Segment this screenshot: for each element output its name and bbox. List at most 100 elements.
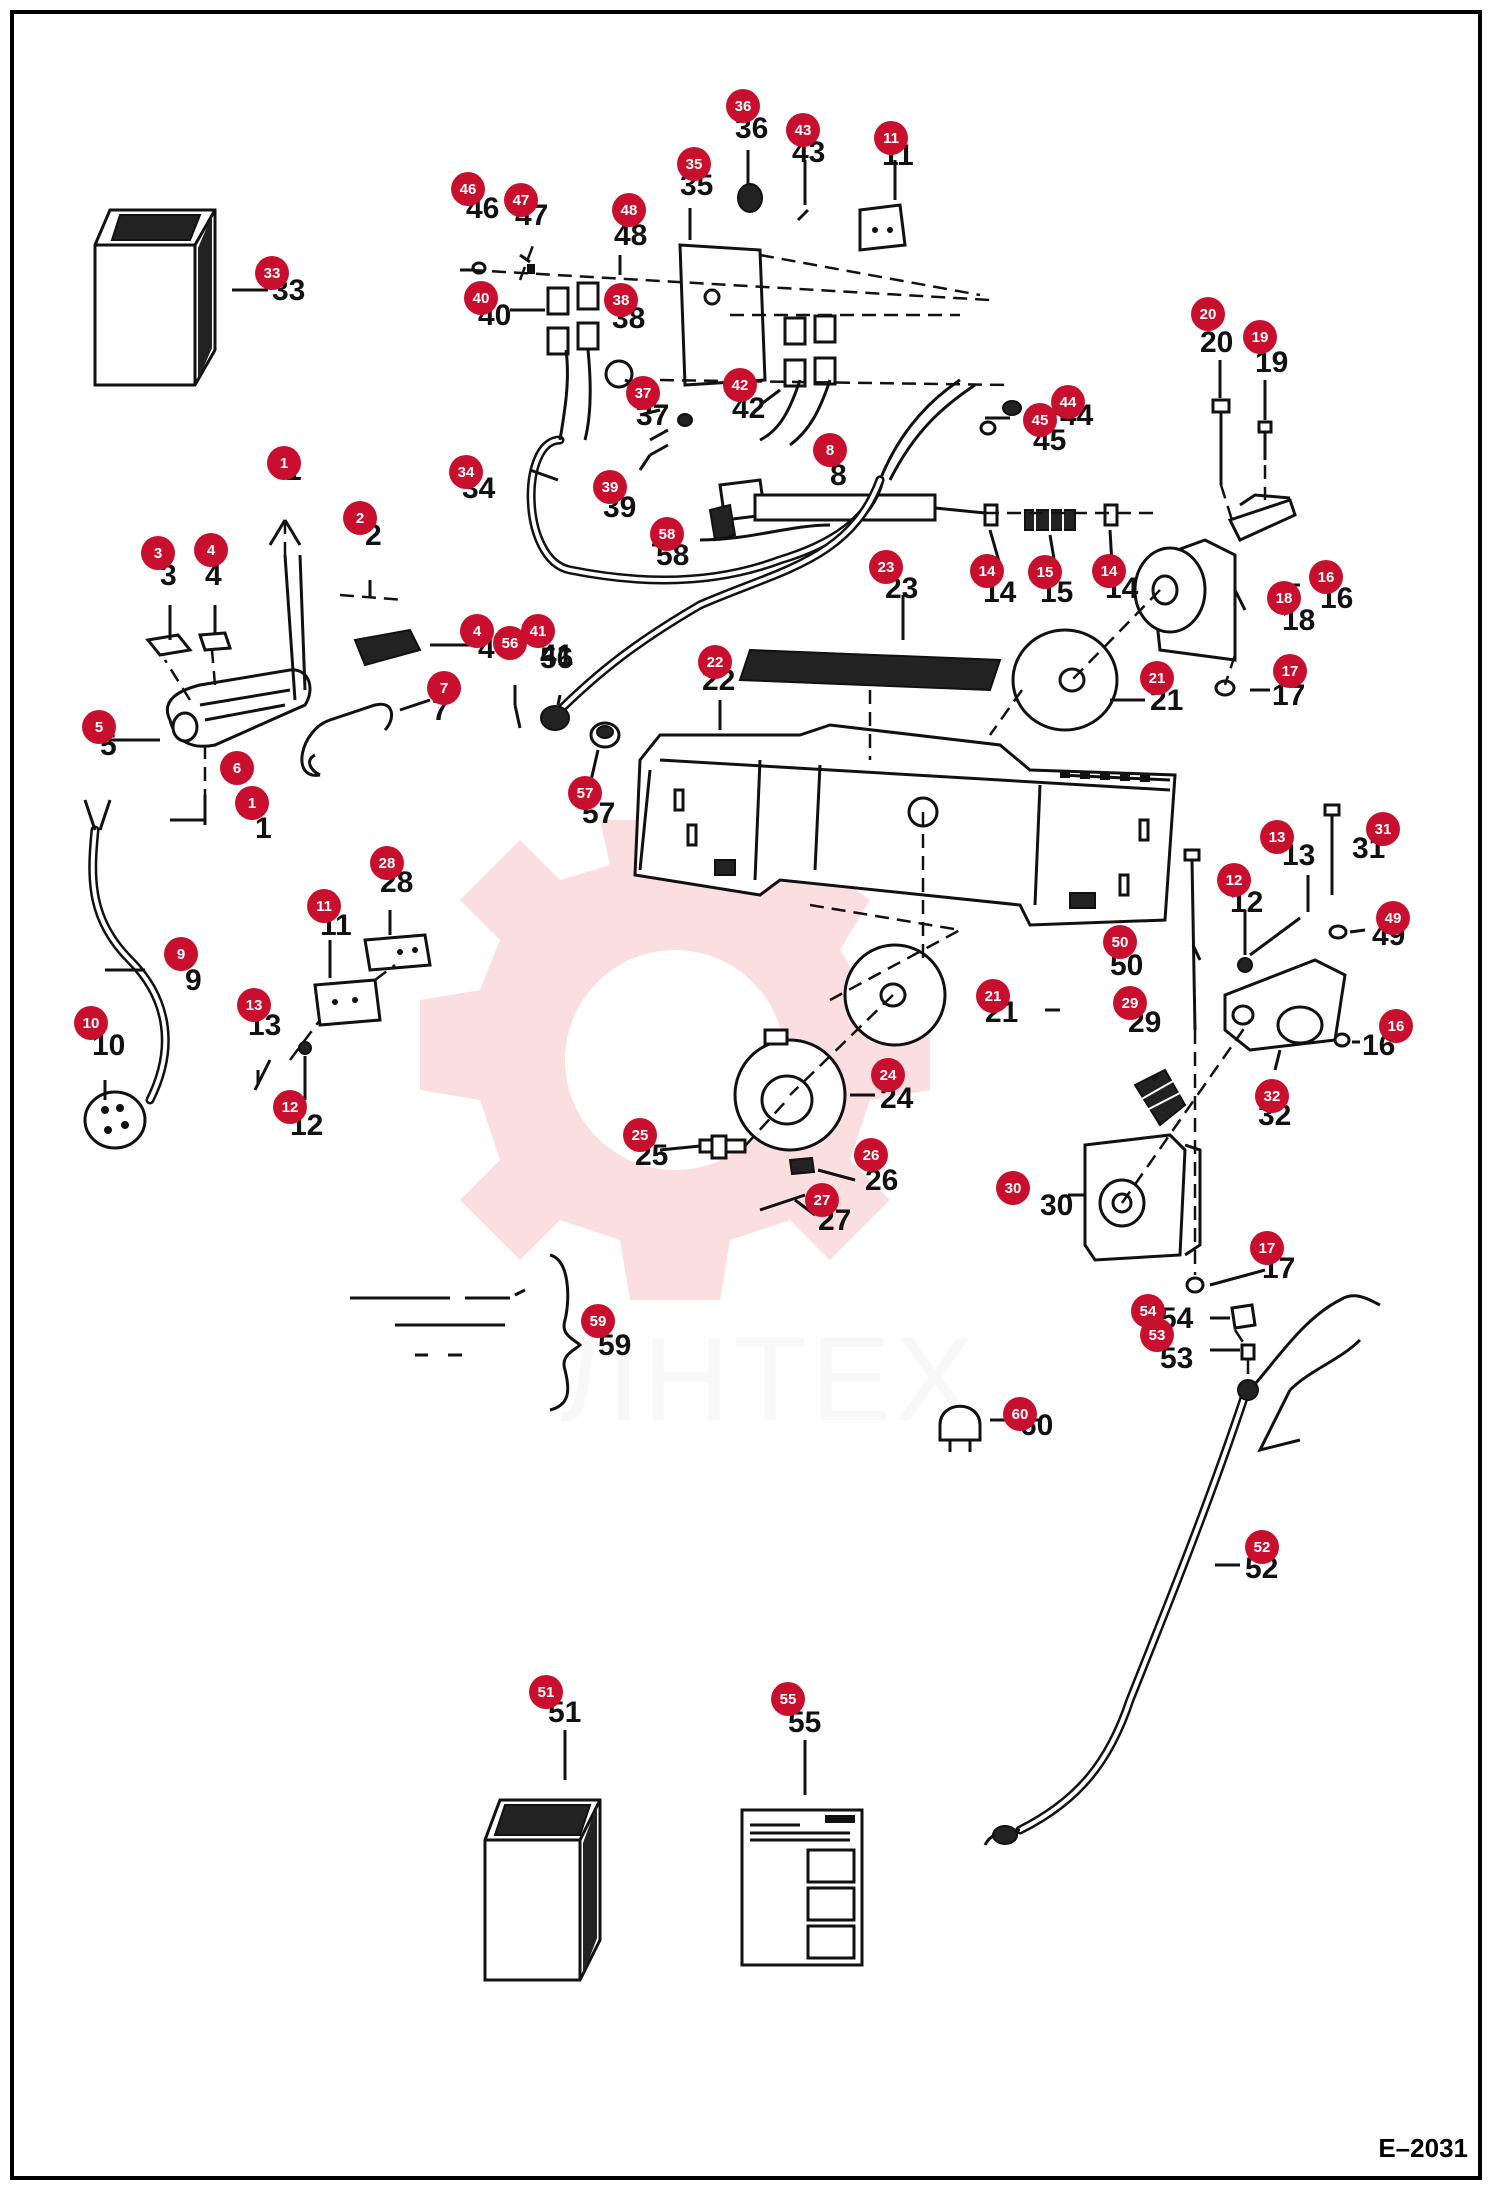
callout-badge-47[interactable]: 47 [504,183,538,217]
callout-badge-5[interactable]: 5 [82,710,116,744]
callout-badge-39[interactable]: 39 [593,470,627,504]
callout-badge-1-top[interactable]: 1 [267,446,301,480]
callout-badge-10[interactable]: 10 [74,1006,108,1040]
callout-badge-6[interactable]: 6 [220,751,254,785]
part-11-bracket-top-illustration [858,203,907,252]
callout-badge-37[interactable]: 37 [626,376,660,410]
callout-badge-29[interactable]: 29 [1113,986,1147,1020]
callout-badge-3[interactable]: 3 [141,536,175,570]
part-2-latch-illustration [339,593,422,667]
callout-badge-12-left[interactable]: 12 [273,1090,307,1124]
callout-badge-52[interactable]: 52 [1245,1530,1279,1564]
svg-text:56: 56 [502,635,519,652]
callout-badge-44[interactable]: 44 [1051,385,1085,419]
callout-badge-21-top[interactable]: 21 [1140,661,1174,695]
part-51-box-illustration [483,1798,602,1982]
svg-text:43: 43 [795,122,812,139]
svg-text:45: 45 [1032,412,1049,429]
callout-badge-45[interactable]: 45 [1023,403,1057,437]
callout-badge-27[interactable]: 27 [805,1183,839,1217]
callout-badge-1-bottom[interactable]: 1 [235,786,269,820]
callout-badge-35[interactable]: 35 [677,147,711,181]
callout-badge-25[interactable]: 25 [623,1118,657,1152]
svg-text:47: 47 [513,192,530,209]
callout-badge-8[interactable]: 8 [813,433,847,467]
part-35-plate-illustration [678,243,767,387]
svg-text:12: 12 [1226,872,1243,889]
callout-badge-28[interactable]: 28 [370,846,404,880]
part-53-fitting-illustration [1240,1343,1256,1361]
callout-badge-40[interactable]: 40 [464,281,498,315]
callout-badge-49[interactable]: 49 [1376,901,1410,935]
callout-badge-15[interactable]: 15 [1028,555,1062,589]
callout-badge-60[interactable]: 60 [1003,1397,1037,1431]
callout-badge-57[interactable]: 57 [568,776,602,810]
part-17-nut-lower-illustration [1185,1276,1205,1294]
part-5-housing-illustration [165,668,312,748]
callout-badge-14-left[interactable]: 14 [970,554,1004,588]
callout-badge-53[interactable]: 53 [1140,1318,1174,1352]
part-25-bolt-illustration [698,1134,747,1160]
callout-badge-31[interactable]: 31 [1366,812,1400,846]
callout-badge-43[interactable]: 43 [786,113,820,147]
callout-badge-22[interactable]: 22 [698,645,732,679]
callout-badges: 36 43 11 35 46 47 48 33 40 38 20 19 42 3… [74,89,1413,1716]
callout-badge-14-right[interactable]: 14 [1092,554,1126,588]
callout-badge-4-mid[interactable]: 4 [460,614,494,648]
callout-badge-30[interactable]: 30 [996,1171,1030,1205]
callout-badge-11-top[interactable]: 11 [874,121,908,155]
callout-badge-34[interactable]: 34 [449,455,483,489]
callout-badge-48[interactable]: 48 [612,193,646,227]
callout-badge-24[interactable]: 24 [871,1058,905,1092]
callout-badge-55[interactable]: 55 [771,1682,805,1716]
callout-badge-4-left[interactable]: 4 [194,533,228,567]
svg-text:1: 1 [280,455,288,472]
callout-badge-21-bottom[interactable]: 21 [976,979,1010,1013]
svg-text:12: 12 [282,1099,299,1116]
svg-text:57: 57 [577,785,594,802]
callout-badge-33[interactable]: 33 [255,256,289,290]
callout-badge-56[interactable]: 56 [493,626,527,660]
part-16-nut-lower-illustration [1333,1032,1351,1048]
callout-badge-13-right[interactable]: 13 [1260,820,1294,854]
part-14-clamp-right-illustration [1103,503,1119,527]
callout-badge-50[interactable]: 50 [1103,925,1137,959]
part-20-long-bolt-illustration [1211,398,1231,485]
callout-badge-23[interactable]: 23 [869,550,903,584]
svg-text:26: 26 [863,1147,880,1164]
lead-number-8: 8 [830,459,847,492]
callout-badge-58[interactable]: 58 [650,517,684,551]
callout-badge-12-right[interactable]: 12 [1217,863,1251,897]
callout-badge-38[interactable]: 38 [604,283,638,317]
callout-badge-9[interactable]: 9 [164,937,198,971]
callout-badge-17-top[interactable]: 17 [1273,654,1307,688]
callout-badge-41[interactable]: 41 [521,614,555,648]
svg-text:20: 20 [1200,306,1217,323]
callout-badge-51[interactable]: 51 [529,1675,563,1709]
callout-badge-16-bottom[interactable]: 16 [1379,1009,1413,1043]
callout-badge-18[interactable]: 18 [1267,581,1301,615]
svg-text:41: 41 [530,623,547,640]
callout-badge-19[interactable]: 19 [1243,320,1277,354]
svg-text:6: 6 [233,760,241,777]
callout-badge-2[interactable]: 2 [343,501,377,535]
callout-badge-16-top[interactable]: 16 [1309,560,1343,594]
callout-badge-13-left[interactable]: 13 [237,988,271,1022]
svg-text:49: 49 [1385,910,1402,927]
callout-badge-17-bottom[interactable]: 17 [1250,1231,1284,1265]
callout-badge-46[interactable]: 46 [451,172,485,206]
svg-text:14: 14 [1101,563,1118,580]
callout-badge-20[interactable]: 20 [1191,297,1225,331]
callout-badge-59[interactable]: 59 [581,1304,615,1338]
callout-badge-11-left[interactable]: 11 [307,889,341,923]
svg-text:21: 21 [985,988,1002,1005]
svg-text:48: 48 [621,202,638,219]
callout-badge-36[interactable]: 36 [726,89,760,123]
svg-text:13: 13 [1269,829,1286,846]
callout-badge-32[interactable]: 32 [1255,1079,1289,1113]
svg-text:22: 22 [707,654,724,671]
callout-badge-26[interactable]: 26 [854,1138,888,1172]
callout-badge-42[interactable]: 42 [723,368,757,402]
svg-text:35: 35 [686,156,703,173]
callout-badge-7[interactable]: 7 [427,671,461,705]
